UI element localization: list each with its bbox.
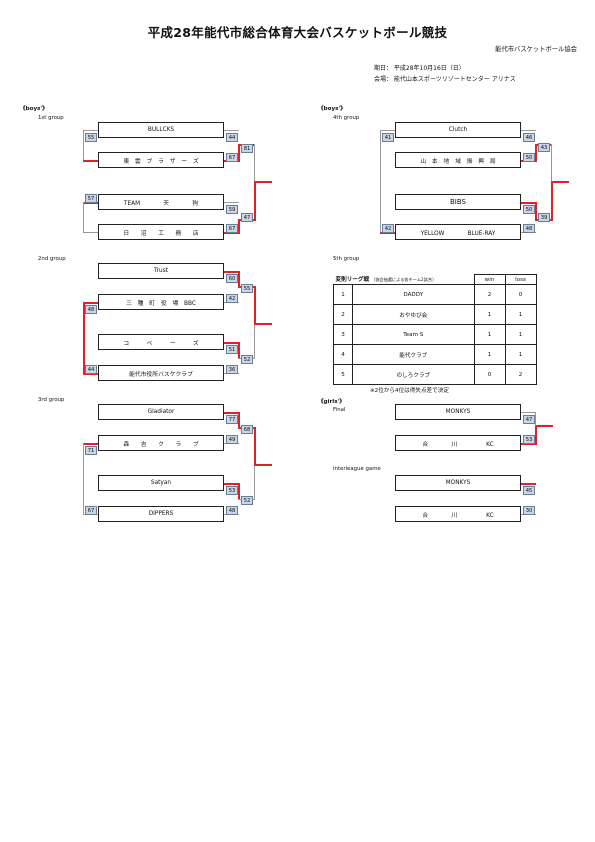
score-g1: 67 [226, 153, 238, 162]
group2-label: 2nd group [38, 256, 66, 262]
team-g3-4: DIPPERS [98, 506, 224, 522]
team-g3-2: 森 吉 ク ラ ブ [98, 435, 224, 451]
score-g3: 67 [85, 506, 97, 515]
score-g1: 57 [85, 194, 97, 203]
score-inter: 45 [523, 486, 535, 495]
team-g2-4: 能代市役所バスケクラブ [98, 365, 224, 381]
group5-label: 5th group [333, 256, 360, 262]
score-g3: 48 [226, 506, 238, 515]
organizer: 能代市バスケットボール協会 [495, 46, 577, 53]
score-g4: 43 [538, 143, 550, 152]
score-g3: 52 [241, 496, 253, 505]
col-loss: loss [504, 274, 537, 285]
boys-section-label-right: 《boys'》 [318, 106, 346, 112]
team-g2-1: Trust [98, 263, 224, 279]
team-g4-3: BIBS [395, 194, 521, 210]
score-g3: 68 [241, 425, 253, 434]
score-g3: 53 [226, 486, 238, 495]
score-g1: 81 [241, 144, 253, 153]
score-g1: 44 [226, 133, 238, 142]
score-g2: 51 [226, 345, 238, 354]
team-g1-1: BULLCKS [98, 122, 224, 138]
score-g1: 47 [241, 213, 253, 222]
table-row: 3 Team S 1 1 [332, 324, 537, 345]
table-row: 2 おやゆび会 1 1 [332, 304, 537, 325]
team-g4-1: Clutch [395, 122, 521, 138]
score-g2: 60 [226, 274, 238, 283]
score-g2: 52 [241, 355, 253, 364]
score-g4: 46 [523, 133, 535, 142]
team-inter-2: 合 川 KC [395, 506, 521, 522]
team-inter-1: MONKYS [395, 475, 521, 491]
table-row: 5 のしろクラブ 0 2 [332, 364, 537, 385]
score-g2: 42 [226, 294, 238, 303]
team-g4-4: YELLOW BLUE-RAY [395, 224, 521, 240]
table-row: 1 DADDY 2 0 [332, 284, 537, 305]
girls-section-label: 《girls'》 [318, 399, 345, 405]
group4-label: 4th group [333, 115, 360, 121]
team-g2-3: コ ベ ー ズ [98, 334, 224, 350]
score-g3: 77 [226, 415, 238, 424]
score-g4: 39 [538, 213, 550, 222]
score-g4: 48 [523, 224, 535, 233]
score-g2: 36 [226, 365, 238, 374]
page-title: 平成28年能代市総合体育大会バスケットボール競技 [147, 25, 448, 40]
group3-label: 3rd group [38, 397, 65, 403]
score-g1: 55 [85, 133, 97, 142]
col-win: win [473, 274, 506, 285]
interleague-label: interleague game [333, 466, 381, 472]
league-footnote: ※2位から4位は得失点差で決定 [370, 388, 449, 394]
final-label: Final [333, 407, 346, 413]
team-g1-4: 日 沼 工 務 店 [98, 224, 224, 240]
score-g4: 50 [523, 153, 535, 162]
score-g4: 42 [382, 224, 394, 233]
team-g1-2: 東 雲 ブ ラ ザ ー ズ [98, 152, 224, 168]
score-g3: 71 [85, 446, 97, 455]
boys-section-label: 《boys'》 [20, 106, 48, 112]
team-g4-2: 山 本 地 域 振 興 局 [395, 152, 521, 168]
event-date: 期日： 平成28年10月16日（日） [374, 65, 465, 72]
score-g2: 44 [85, 365, 97, 374]
event-venue: 会場： 能代山本スポーツリゾートセンター アリナス [374, 76, 516, 83]
league-table: 変則リーグ戦 （協会抽選による各チーム2試合） win loss 1 DADDY… [332, 274, 537, 385]
table-row: 4 能代クラブ 1 1 [332, 344, 537, 365]
score-final: 47 [523, 415, 535, 424]
score-final: 53 [523, 435, 535, 444]
league-note: （協会抽選による各チーム2試合） [371, 277, 437, 283]
score-g2: 55 [241, 284, 253, 293]
team-g3-3: Satyan [98, 475, 224, 491]
score-inter: 30 [523, 506, 535, 515]
team-final-2: 合 川 KC [395, 435, 521, 451]
score-g2: 48 [85, 305, 97, 314]
league-title: 変則リーグ戦 [335, 277, 370, 284]
group1-label: 1st group [38, 115, 64, 121]
score-g1: 59 [226, 205, 238, 214]
team-g2-2: 三 種 町 役 場 BBC [98, 294, 224, 310]
score-g3: 49 [226, 435, 238, 444]
score-g4: 41 [382, 133, 394, 142]
team-g1-3: TEAM 天 狗 [98, 194, 224, 210]
score-g4: 50 [523, 205, 535, 214]
score-g1: 67 [226, 224, 238, 233]
team-g3-1: Gladiator [98, 404, 224, 420]
team-final-1: MONKYS [395, 404, 521, 420]
